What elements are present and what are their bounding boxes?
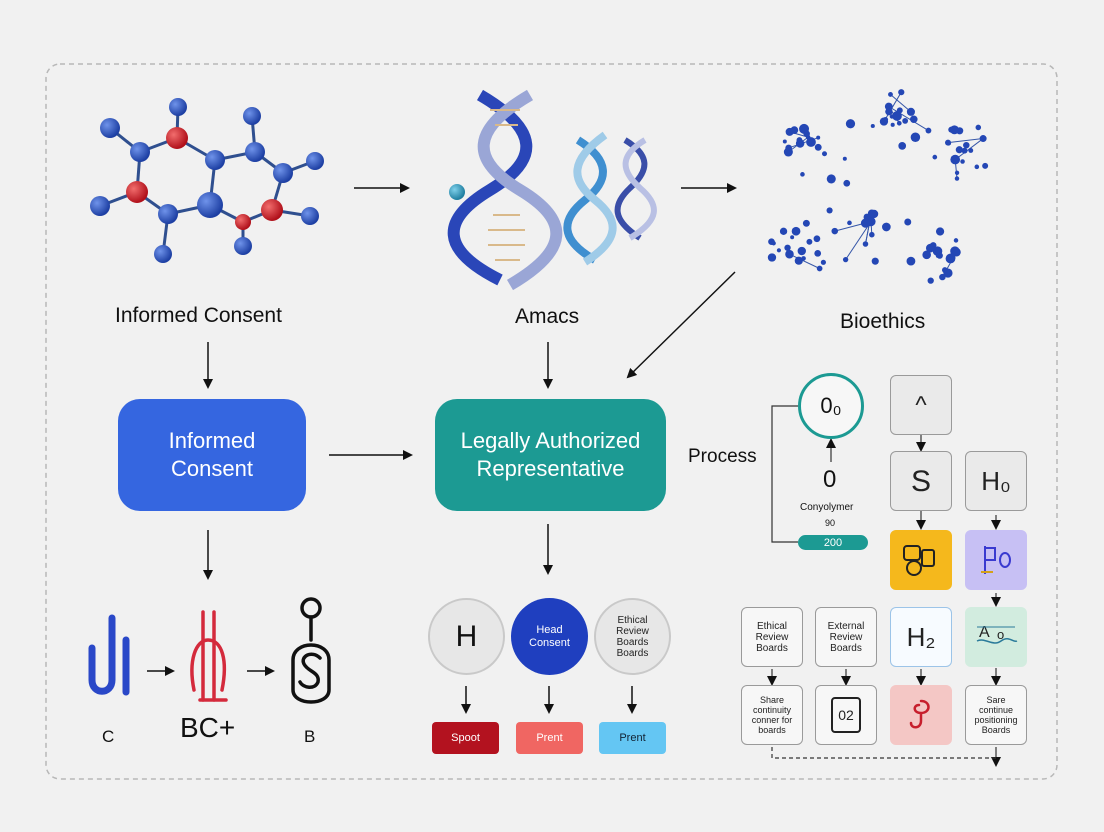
prent-button-2[interactable]: Prent	[599, 722, 666, 754]
label-b: B	[304, 727, 316, 746]
arrow-bioethics-to-lar	[626, 271, 736, 379]
prent-button-1[interactable]: Prent	[516, 722, 583, 754]
caption-90: 90	[825, 518, 836, 528]
svg-text:o: o	[997, 627, 1004, 642]
label-informed-consent: Informed Consent	[115, 304, 282, 327]
caret-box: ^	[890, 375, 952, 435]
label-bc-plus: BC+	[180, 712, 236, 743]
dna-helix-medium	[563, 131, 617, 266]
h0-box: H₀	[965, 451, 1027, 511]
s-box: S	[890, 451, 952, 511]
h2-box: H₂	[890, 607, 952, 667]
label-process: Process	[688, 446, 757, 467]
protein-network-icon	[767, 89, 989, 284]
right-panel-connectors	[767, 405, 1001, 767]
svg-text:A: A	[979, 624, 990, 641]
calendar-icon: 02	[831, 697, 861, 733]
h-circle: H	[428, 598, 505, 675]
label-bioethics: Bioethics	[840, 310, 926, 333]
ring-node: 0₀	[798, 373, 864, 439]
dashed-frame	[45, 63, 1058, 780]
molecule-atoms	[90, 98, 324, 263]
flag-icon	[981, 546, 1011, 574]
hook-icon	[909, 699, 930, 729]
dna-ball	[449, 184, 465, 200]
label-amacs: Amacs	[515, 305, 580, 328]
yellow-icon-box	[890, 530, 952, 590]
bc-glyph-icon	[190, 610, 228, 702]
b-glyph-icon	[291, 597, 331, 704]
formula-icon: A o	[976, 624, 1018, 644]
dna-helix-small	[614, 137, 657, 241]
mint-icon-box: A o	[965, 607, 1027, 667]
pink-icon-box	[890, 685, 952, 745]
dna-helix-large	[447, 89, 563, 291]
c-glyph-icon	[88, 614, 130, 696]
caption-conyolymer: Conyolymer	[800, 502, 854, 513]
spoot-button[interactable]: Spoot	[432, 722, 499, 754]
gears-icon	[903, 545, 935, 576]
lavender-icon-box	[965, 530, 1027, 590]
badge-200: 200	[798, 535, 868, 550]
label-c: C	[102, 727, 115, 746]
calendar-box: 02	[815, 685, 877, 745]
zero-glyph: 0	[823, 466, 837, 493]
